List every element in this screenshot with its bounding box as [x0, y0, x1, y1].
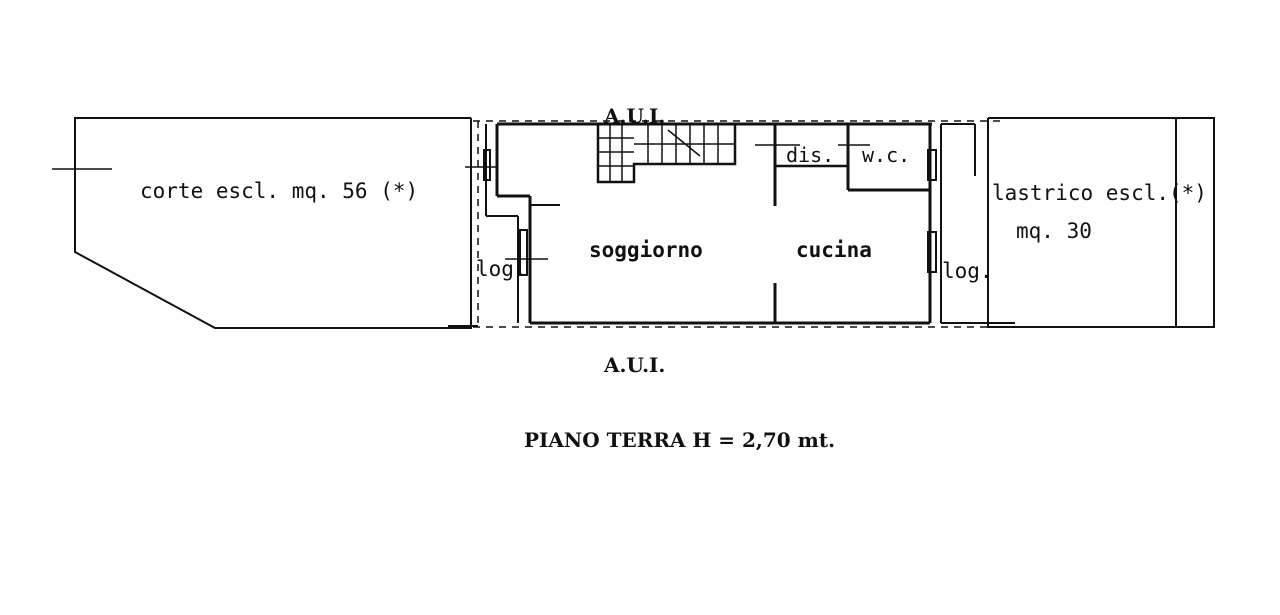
loggia-right-label: log. [942, 259, 993, 283]
terrace-label-line1: lastrico escl.(*) [992, 181, 1207, 205]
kitchen-label: cucina [796, 238, 872, 262]
left-loggia-walls [448, 124, 548, 327]
wc-label: w.c. [862, 143, 910, 167]
living-room-label: soggiorno [589, 238, 703, 262]
hall-label: dis. [786, 143, 834, 167]
courtyard-area [52, 117, 472, 329]
right-loggia-walls [927, 123, 1015, 324]
aui-top-label: A.U.I. [603, 104, 665, 128]
courtyard-label: corte escl. mq. 56 (*) [140, 179, 418, 203]
terrace-area [987, 117, 1215, 328]
staircase [596, 124, 737, 184]
floor-caption: PIANO TERRA H = 2,70 mt. [524, 428, 835, 452]
loggia-left-label: log. [476, 257, 527, 281]
terrace-label-line2: mq. 30 [1016, 219, 1092, 243]
aui-bottom-label: A.U.I. [603, 353, 665, 377]
boundary-dashed [473, 120, 1010, 328]
